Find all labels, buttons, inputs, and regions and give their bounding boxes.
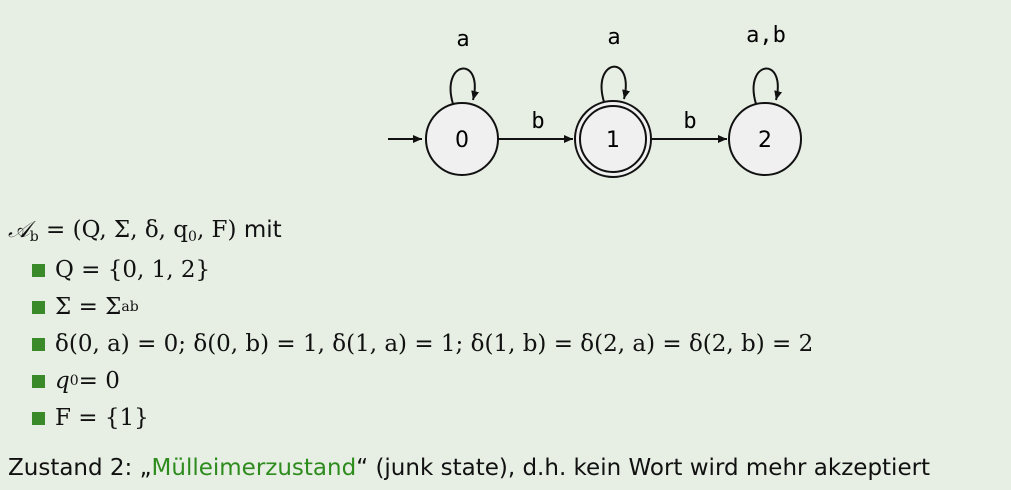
state-0: 0 <box>425 102 499 176</box>
alphabet: Σ = Σ <box>55 294 122 320</box>
loop-2-label: a,b <box>746 23 786 48</box>
automaton-symbol: 𝒜 <box>8 217 30 243</box>
loop-0-label: a <box>456 27 469 52</box>
bullet-icon <box>32 337 45 351</box>
automaton-diagram: 0 1 2 a a a,b b b <box>388 23 802 178</box>
tuple: = (Q, Σ, δ, q <box>46 217 189 243</box>
junk-state-note: Zustand 2: „Mülleimerzustand“ (junk stat… <box>8 455 930 481</box>
automaton-symbol-sub: b <box>29 229 39 245</box>
item-transitions: δ(0, a) = 0; δ(0, b) = 1, δ(1, a) = 1; δ… <box>32 331 813 357</box>
bullet-icon <box>32 374 45 388</box>
loop-2 <box>752 67 783 105</box>
loop-0 <box>449 67 480 105</box>
note-prefix: Zustand 2: „ <box>8 455 152 481</box>
final-states: F = {1} <box>55 405 149 431</box>
edge-0-1-label: b <box>531 109 544 134</box>
state-0-label: 0 <box>455 128 469 153</box>
tuple-sub: 0 <box>188 229 197 245</box>
bullet-icon <box>32 411 45 425</box>
item-states: Q = {0, 1, 2} <box>32 257 210 283</box>
start-state-value: = 0 <box>78 368 120 394</box>
states-set: Q = {0, 1, 2} <box>55 257 211 283</box>
automaton-definition: 𝒜b = (Q, Σ, δ, q0, F) mit <box>8 217 282 245</box>
alphabet-sub: ab <box>121 299 139 315</box>
loop-1 <box>600 65 630 103</box>
tuple-end: , F) <box>196 217 237 243</box>
bullet-icon <box>32 300 45 314</box>
state-2: 2 <box>728 102 802 176</box>
note-suffix: “ (junk state), d.h. kein Wort wird mehr… <box>356 455 931 481</box>
note-highlight: Mülleimerzustand <box>151 455 357 481</box>
state-1-label: 1 <box>606 128 620 153</box>
mit-word: mit <box>243 217 282 243</box>
bullet-icon <box>32 263 45 277</box>
start-state-sub: 0 <box>69 373 79 389</box>
state-2-label: 2 <box>758 128 772 153</box>
start-state: q <box>55 368 70 394</box>
edge-1-2-label: b <box>683 109 696 134</box>
transition-function: δ(0, a) = 0; δ(0, b) = 1, δ(1, a) = 1; δ… <box>55 331 814 357</box>
loop-1-label: a <box>607 25 620 50</box>
item-final-states: F = {1} <box>32 405 149 431</box>
state-1-accepting: 1 <box>574 100 652 178</box>
